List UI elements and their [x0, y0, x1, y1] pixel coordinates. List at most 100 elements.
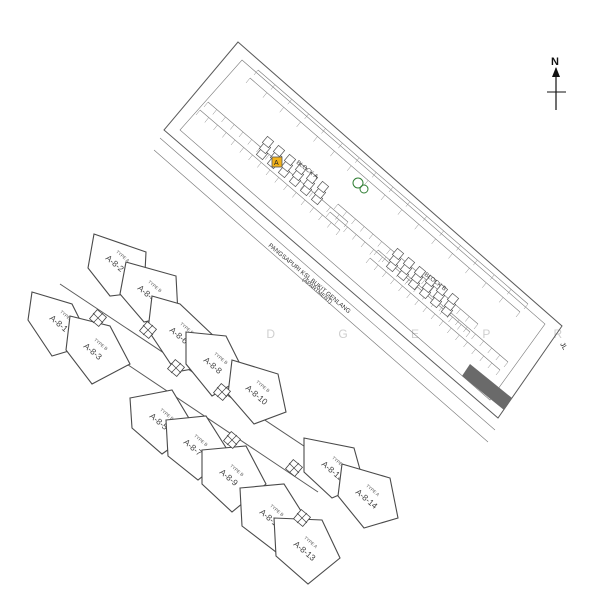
- parking-bay: [490, 274, 495, 280]
- unit-outline: [65, 315, 131, 385]
- parking-bay: [438, 305, 444, 312]
- parking-bay: [257, 162, 262, 168]
- parking-bay: [404, 279, 409, 285]
- parking-bay: [421, 278, 426, 285]
- parking-bay: [390, 278, 395, 285]
- parking-bay: [487, 347, 492, 354]
- parking-bay: [330, 150, 335, 157]
- lift-cross-icon: [292, 508, 312, 528]
- parking-bay: [373, 264, 379, 271]
- parking-bay: [373, 249, 379, 256]
- site-boundary: [163, 41, 563, 419]
- unit-outline: [227, 359, 287, 425]
- block-unit-box: [305, 171, 319, 185]
- parking-bay: [388, 186, 394, 193]
- inner-parcel: [179, 59, 546, 401]
- lift-cross-icon: [212, 382, 232, 402]
- site-plan: A BLOCK A BLOCK B PANGSAPURI KSL BUKIT G…: [153, 41, 568, 443]
- parking-bay: [296, 121, 301, 128]
- parking-bay: [292, 192, 297, 198]
- block-unit-box: [283, 153, 297, 167]
- parking-bay: [523, 303, 529, 310]
- parking-bay: [221, 116, 226, 123]
- road-marker: JL: [558, 342, 568, 352]
- parking-bay: [465, 267, 470, 274]
- parking-bay: [230, 124, 235, 130]
- parking-bay: [487, 362, 493, 369]
- parking-bay: [363, 180, 369, 186]
- parking-bay: [212, 109, 217, 115]
- parking-bay: [308, 191, 314, 198]
- parking-bay: [335, 229, 341, 236]
- parking-bay: [326, 206, 331, 213]
- north-label: N: [551, 56, 559, 68]
- parking-bay: [414, 224, 419, 230]
- lift-cross-icon: [222, 430, 242, 450]
- block-unit-box: [413, 265, 427, 279]
- parking-bay: [351, 218, 356, 225]
- parking-bay: [377, 241, 382, 247]
- parking-bay: [213, 124, 218, 131]
- unit-outline: [273, 517, 341, 585]
- parking-bay: [371, 172, 377, 178]
- parking-bay: [304, 113, 309, 120]
- parking-bay: [239, 147, 244, 153]
- watermark-text: E D G E P R O P: [195, 327, 601, 341]
- parking-bay: [230, 139, 236, 146]
- parking-bay: [309, 207, 314, 213]
- parking-bay: [300, 184, 305, 190]
- parking-bay: [253, 69, 259, 76]
- tree-icon: [352, 177, 364, 189]
- block-unit-box: [272, 144, 286, 158]
- unit-a-8-14[interactable]: TYPE AA-8-14: [337, 463, 399, 529]
- parking-bay: [456, 308, 461, 315]
- parking-bay: [457, 324, 462, 330]
- parking-bay: [495, 354, 501, 361]
- road-edge-inner: [153, 149, 489, 443]
- block-b-cluster: [385, 247, 460, 318]
- block-unit-box: [316, 180, 330, 194]
- parking-bay: [369, 249, 374, 255]
- lift-cross-icon: [138, 320, 158, 340]
- parking-bay: [479, 340, 484, 347]
- block-marker-highlight: [271, 156, 283, 168]
- parking-bay: [495, 369, 501, 376]
- parking-bay: [455, 334, 460, 341]
- parking-bay: [334, 219, 339, 225]
- parking-bay: [463, 326, 468, 333]
- parking-bay: [430, 313, 436, 320]
- block-unit-box: [391, 247, 405, 261]
- road-edge-outer: [159, 137, 496, 431]
- parking-bay: [381, 256, 387, 263]
- parking-bay: [471, 348, 476, 355]
- lift-cross-icon: [284, 458, 304, 478]
- parking-bay: [406, 277, 411, 284]
- north-arrow: N: [547, 56, 566, 110]
- parking-bay: [422, 216, 427, 222]
- unit-a-8-13[interactable]: TYPE AA-8-13: [273, 517, 341, 585]
- parking-bay: [238, 131, 244, 138]
- parking-bay: [479, 355, 484, 362]
- parking-bay: [247, 139, 252, 145]
- parking-bay: [283, 184, 288, 191]
- parking-bay: [447, 327, 452, 334]
- unit-a-8-10[interactable]: TYPE BA-8-10: [227, 359, 287, 425]
- parking-bay: [287, 99, 292, 105]
- parking-bay: [446, 312, 452, 319]
- parking-bay: [195, 109, 201, 116]
- parking-bay: [265, 154, 270, 160]
- parking-bay: [300, 199, 306, 206]
- parking-bay: [343, 221, 349, 228]
- parking-bay: [204, 117, 209, 123]
- parking-bay: [368, 233, 374, 240]
- unit-a-8-3[interactable]: TYPE BA-8-3: [65, 315, 131, 385]
- parking-bay: [503, 361, 509, 368]
- block-unit-box: [402, 256, 416, 270]
- block-marker-letter: A: [274, 160, 279, 167]
- road-label: PANGSAPURI KSL BUKIT GENLANG: [267, 242, 352, 315]
- parking-bay: [422, 306, 428, 313]
- parking-bay: [448, 253, 453, 259]
- parking-bay: [515, 311, 521, 318]
- parking-bay: [455, 319, 460, 326]
